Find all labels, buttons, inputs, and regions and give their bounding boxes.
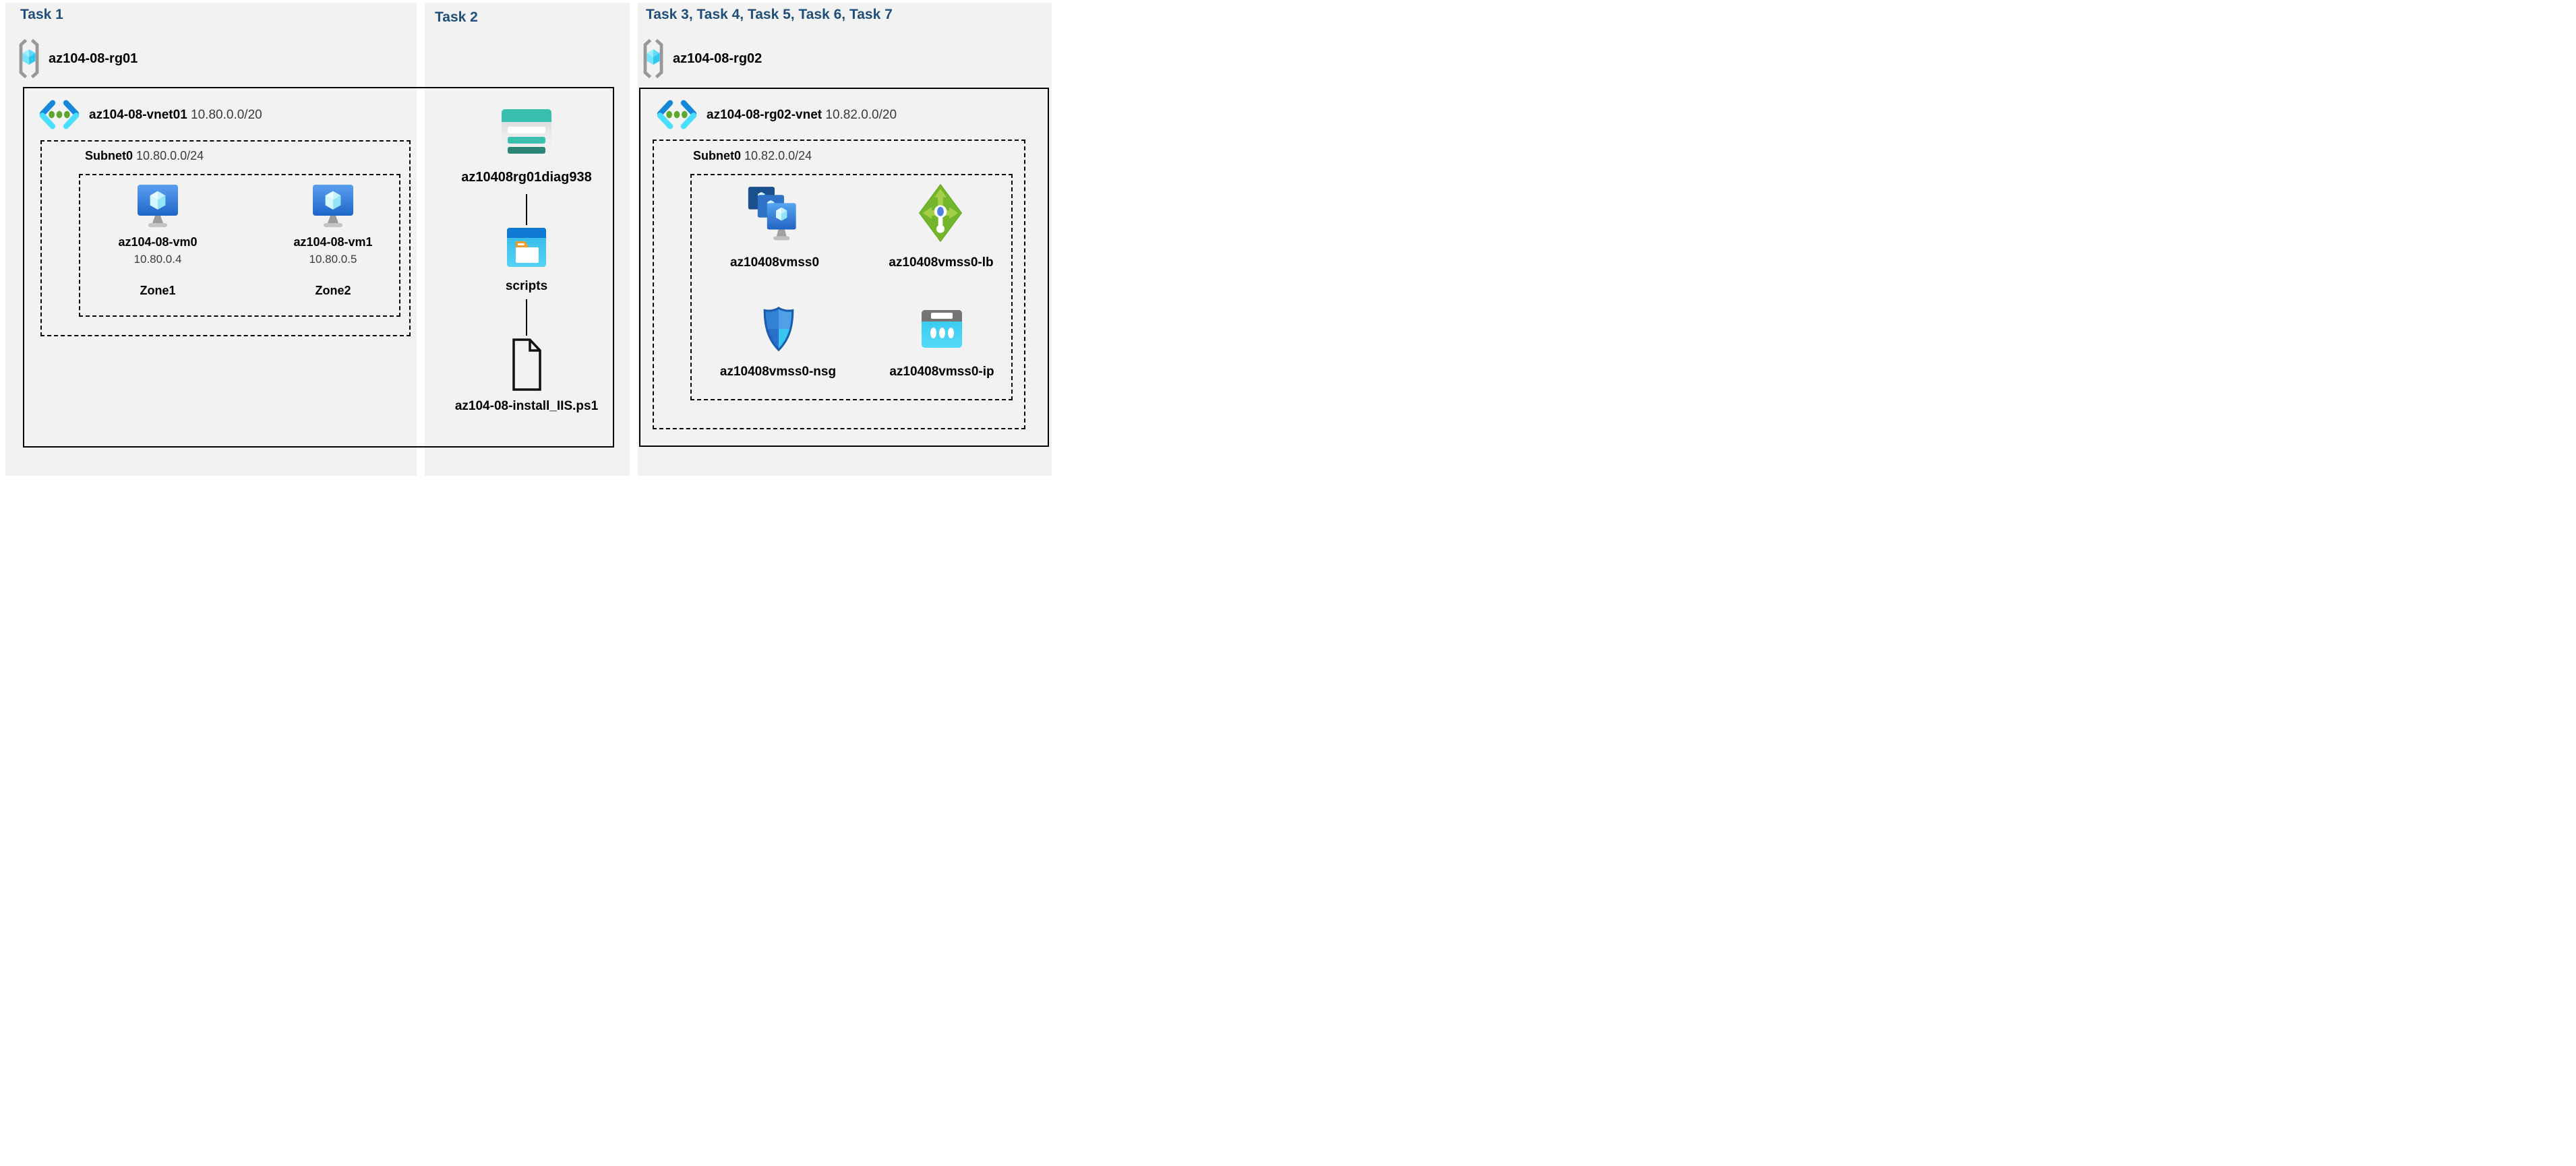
nsg-name: az10408vmss0-nsg xyxy=(719,365,837,379)
task3-panel xyxy=(638,3,1052,476)
vm-group-box xyxy=(79,174,400,317)
vm-scale-set-icon xyxy=(747,185,802,250)
subnet-cidr: 10.82.0.0/24 xyxy=(744,149,812,162)
public-ip-name: az10408vmss0-ip xyxy=(889,365,994,379)
subnet0-box xyxy=(40,140,411,336)
vm-name: az104-08-vm1 xyxy=(293,235,373,249)
subnet-cidr: 10.80.0.0/24 xyxy=(136,149,204,162)
vm-ip: 10.80.0.5 xyxy=(309,253,357,266)
script-file-name: az104-08-install_IIS.ps1 xyxy=(454,399,599,413)
rg02-vnet-boundary-box xyxy=(639,88,1049,447)
task3-title: Task 3, Task 4, Task 5, Task 6, Task 7 xyxy=(646,7,893,22)
storage-account-icon xyxy=(502,109,551,159)
resource-group-icon xyxy=(16,38,42,83)
vm-stand-icon xyxy=(148,216,168,231)
blob-container-icon xyxy=(507,228,546,267)
virtual-machine-icon xyxy=(138,185,178,216)
vnet-cidr: 10.80.0.0/20 xyxy=(191,108,262,122)
task2-title: Task 2 xyxy=(435,9,478,25)
container-name: scripts xyxy=(505,279,548,293)
subnet0-box xyxy=(653,140,1025,429)
virtual-network-icon xyxy=(657,99,697,133)
vmss-group-box xyxy=(690,174,1013,400)
subnet-title: Subnet0 10.80.0.0/24 xyxy=(85,149,204,163)
subnet-name: Subnet0 xyxy=(85,149,133,162)
public-ip-icon xyxy=(922,310,962,348)
powershell-file-icon xyxy=(511,338,542,394)
vnet-title: az104-08-rg02-vnet 10.82.0.0/20 xyxy=(707,108,897,123)
vmss-name: az10408vmss0 xyxy=(729,255,820,270)
vm-name: az104-08-vm0 xyxy=(118,235,198,249)
vnet-title: az104-08-vnet01 10.80.0.0/20 xyxy=(89,108,262,123)
subnet-title: Subnet0 10.82.0.0/24 xyxy=(693,149,812,163)
resource-group-icon xyxy=(640,38,666,83)
load-balancer-name: az10408vmss0-lb xyxy=(889,255,994,270)
network-security-group-icon xyxy=(760,303,797,358)
task1-title: Task 1 xyxy=(20,7,63,22)
resource-group-name: az104-08-rg01 xyxy=(49,51,138,66)
connector-line xyxy=(526,299,527,336)
task1-panel xyxy=(5,3,417,476)
vnet-name: az104-08-vnet01 xyxy=(89,108,187,122)
virtual-machine-icon xyxy=(313,185,353,216)
storage-account-name: az10408rg01diag938 xyxy=(461,170,592,185)
vnet-name: az104-08-rg02-vnet xyxy=(707,108,822,122)
vnet-cidr: 10.82.0.0/20 xyxy=(825,108,897,122)
architecture-diagram: Task 1 Task 2 Task 3, Task 4, Task 5, Ta… xyxy=(0,0,1057,479)
vm-zone: Zone2 xyxy=(315,284,351,297)
resource-group-name: az104-08-rg02 xyxy=(673,51,762,66)
subnet-name: Subnet0 xyxy=(693,149,742,162)
vm-stand-icon xyxy=(323,216,343,231)
load-balancer-icon xyxy=(918,183,963,246)
vnet01-boundary-box xyxy=(23,87,614,448)
vm-ip: 10.80.0.4 xyxy=(133,253,182,266)
vm-zone: Zone1 xyxy=(140,284,176,297)
connector-line xyxy=(526,194,527,225)
virtual-network-icon xyxy=(39,99,80,133)
